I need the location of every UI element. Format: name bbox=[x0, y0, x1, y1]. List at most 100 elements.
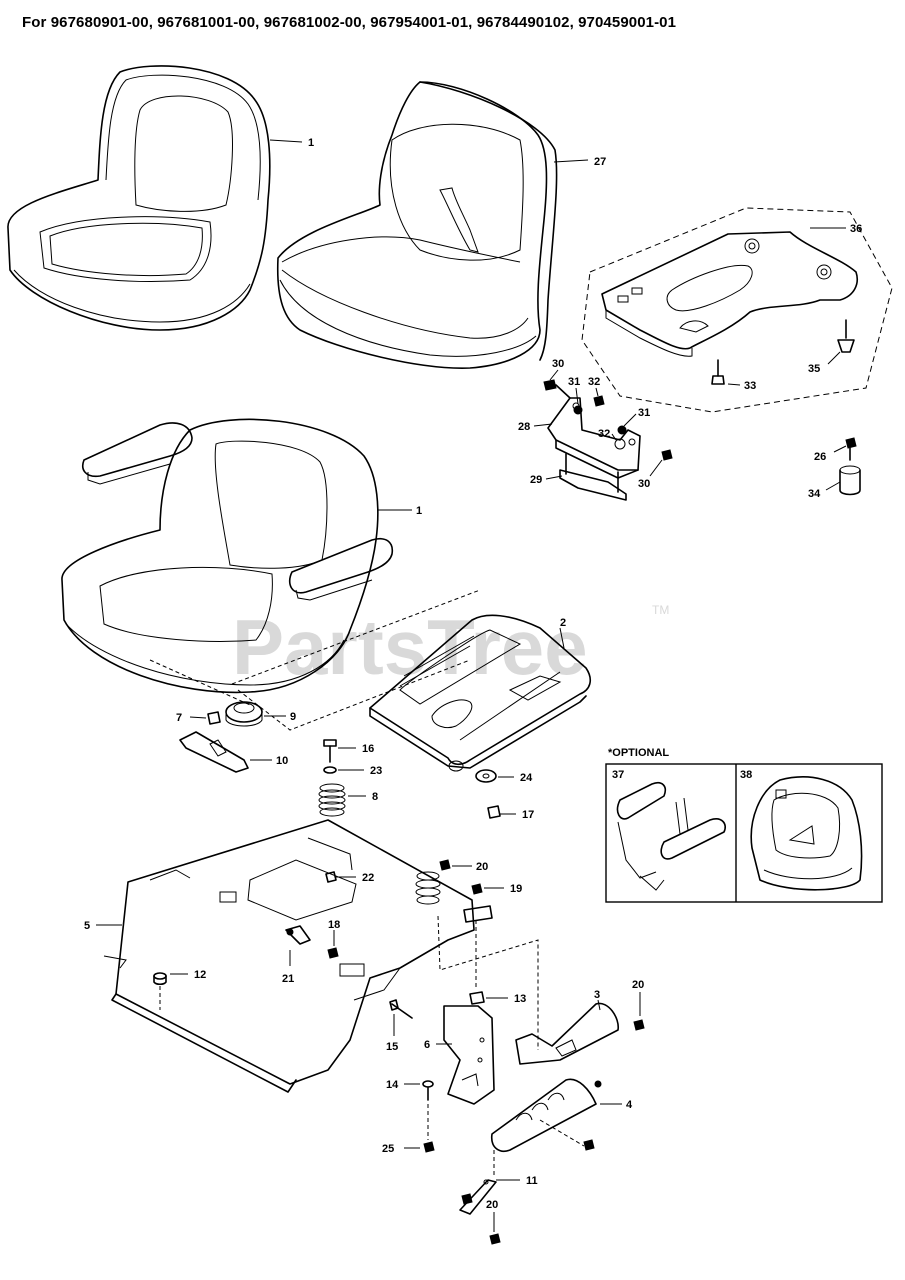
callout-24[interactable]: 24 bbox=[520, 772, 533, 784]
pin-15[interactable] bbox=[389, 999, 413, 1019]
callout-6[interactable]: 6 bbox=[424, 1039, 430, 1051]
callout-18[interactable]: 18 bbox=[328, 919, 340, 931]
callout-20-a[interactable]: 20 bbox=[476, 861, 488, 873]
callout-12[interactable]: 12 bbox=[194, 969, 206, 981]
callout-28[interactable]: 28 bbox=[518, 421, 530, 433]
callout-1-mid[interactable]: 1 bbox=[416, 505, 422, 517]
callout-25[interactable]: 25 bbox=[382, 1143, 394, 1155]
seat-shell-top[interactable] bbox=[7, 65, 271, 331]
callout-10[interactable]: 10 bbox=[276, 755, 288, 767]
washer-24[interactable] bbox=[475, 769, 497, 783]
callout-3[interactable]: 3 bbox=[594, 989, 600, 1001]
bolt-19[interactable] bbox=[463, 883, 493, 923]
knob-35[interactable] bbox=[837, 319, 855, 353]
bracket-6[interactable] bbox=[443, 1005, 495, 1105]
guide-line bbox=[237, 659, 471, 731]
callout-22[interactable]: 22 bbox=[362, 872, 374, 884]
guide-line bbox=[149, 659, 251, 706]
bolt-33[interactable] bbox=[711, 359, 725, 385]
bracket-21[interactable] bbox=[285, 925, 311, 945]
spring-right[interactable] bbox=[415, 871, 441, 905]
callout-20-c[interactable]: 20 bbox=[486, 1199, 498, 1211]
callout-16[interactable]: 16 bbox=[362, 743, 374, 755]
callout-7[interactable]: 7 bbox=[176, 712, 182, 724]
watermark-trademark: TM bbox=[652, 603, 669, 617]
callout-31-a[interactable]: 31 bbox=[568, 376, 580, 388]
nut-20b[interactable] bbox=[633, 1019, 645, 1031]
callout-14[interactable]: 14 bbox=[386, 1079, 399, 1091]
guide-line bbox=[539, 1119, 585, 1147]
link-11[interactable] bbox=[459, 1179, 497, 1215]
nut-25[interactable] bbox=[423, 1141, 435, 1153]
nut-31b[interactable] bbox=[617, 425, 627, 435]
washer-32a[interactable] bbox=[593, 395, 605, 407]
callout-34[interactable]: 34 bbox=[808, 488, 821, 500]
clip-13[interactable] bbox=[469, 991, 485, 1005]
callout-21[interactable]: 21 bbox=[282, 973, 294, 985]
callout-32-b[interactable]: 32 bbox=[598, 428, 610, 440]
armrest-kit-37[interactable] bbox=[616, 781, 726, 891]
callout-23[interactable]: 23 bbox=[370, 765, 382, 777]
optional-parts-box bbox=[605, 763, 883, 903]
callout-19[interactable]: 19 bbox=[510, 883, 522, 895]
bracket-plate-29[interactable] bbox=[559, 453, 627, 501]
callout-35[interactable]: 35 bbox=[808, 363, 820, 375]
washer-23[interactable] bbox=[323, 766, 337, 774]
callout-33[interactable]: 33 bbox=[744, 380, 756, 392]
latch-bracket-10[interactable] bbox=[179, 731, 249, 773]
bolt-30a[interactable] bbox=[543, 379, 571, 399]
seat-mounting-plate[interactable] bbox=[601, 231, 858, 357]
nut-20c[interactable] bbox=[489, 1233, 501, 1245]
callout-1-top[interactable]: 1 bbox=[308, 137, 314, 149]
callout-4[interactable]: 4 bbox=[626, 1099, 633, 1111]
seat-hinge-bracket[interactable] bbox=[547, 397, 641, 479]
adjuster-rail-4[interactable] bbox=[490, 1078, 602, 1152]
bolt-30b[interactable] bbox=[661, 449, 673, 461]
callout-36[interactable]: 36 bbox=[850, 223, 862, 235]
callout-15[interactable]: 15 bbox=[386, 1041, 398, 1053]
seat-deluxe[interactable] bbox=[276, 81, 558, 369]
guide-line bbox=[437, 915, 539, 1050]
callout-30-a[interactable]: 30 bbox=[552, 358, 564, 370]
callout-2[interactable]: 2 bbox=[560, 617, 566, 629]
optional-seat-plate-group bbox=[581, 207, 893, 413]
nut-22[interactable] bbox=[325, 871, 337, 883]
bracket-3[interactable] bbox=[515, 1002, 619, 1065]
callout-13[interactable]: 13 bbox=[514, 993, 526, 1005]
callout-32-a[interactable]: 32 bbox=[588, 376, 600, 388]
seat-frame-5[interactable] bbox=[103, 819, 475, 1093]
seat-with-armrests[interactable] bbox=[61, 418, 394, 694]
callout-9[interactable]: 9 bbox=[290, 711, 296, 723]
callout-37[interactable]: 37 bbox=[612, 769, 624, 781]
plug-12[interactable] bbox=[153, 972, 167, 986]
callout-20-b[interactable]: 20 bbox=[632, 979, 644, 991]
callout-27[interactable]: 27 bbox=[594, 156, 606, 168]
callout-38[interactable]: 38 bbox=[740, 769, 752, 781]
spring-8[interactable] bbox=[318, 783, 346, 817]
bumper-34[interactable] bbox=[839, 465, 861, 496]
nut-31a[interactable] bbox=[573, 405, 583, 415]
seat-pan-plate[interactable] bbox=[369, 614, 592, 772]
bolt-18[interactable] bbox=[327, 947, 339, 959]
seat-38[interactable] bbox=[750, 776, 863, 891]
bolt-16[interactable] bbox=[323, 739, 337, 763]
callout-31-b[interactable]: 31 bbox=[638, 407, 650, 419]
adjuster-knob-9[interactable] bbox=[225, 701, 263, 727]
page-title: For 967680901-00, 967681001-00, 96768100… bbox=[22, 14, 677, 31]
nut-20a[interactable] bbox=[439, 859, 451, 871]
callout-8[interactable]: 8 bbox=[372, 791, 378, 803]
callout-17[interactable]: 17 bbox=[522, 809, 534, 821]
nut-7[interactable] bbox=[207, 711, 221, 725]
optional-label: *OPTIONAL bbox=[608, 747, 669, 759]
callout-26[interactable]: 26 bbox=[814, 451, 826, 463]
pin-14[interactable] bbox=[422, 1080, 434, 1101]
nut-17[interactable] bbox=[487, 805, 501, 819]
callout-30-b[interactable]: 30 bbox=[638, 478, 650, 490]
nut-rail[interactable] bbox=[583, 1139, 595, 1151]
washer-32b[interactable] bbox=[614, 438, 626, 450]
callout-29[interactable]: 29 bbox=[530, 474, 542, 486]
callout-5[interactable]: 5 bbox=[84, 920, 90, 932]
callout-11[interactable]: 11 bbox=[526, 1175, 538, 1187]
bolt-26[interactable] bbox=[845, 437, 857, 461]
